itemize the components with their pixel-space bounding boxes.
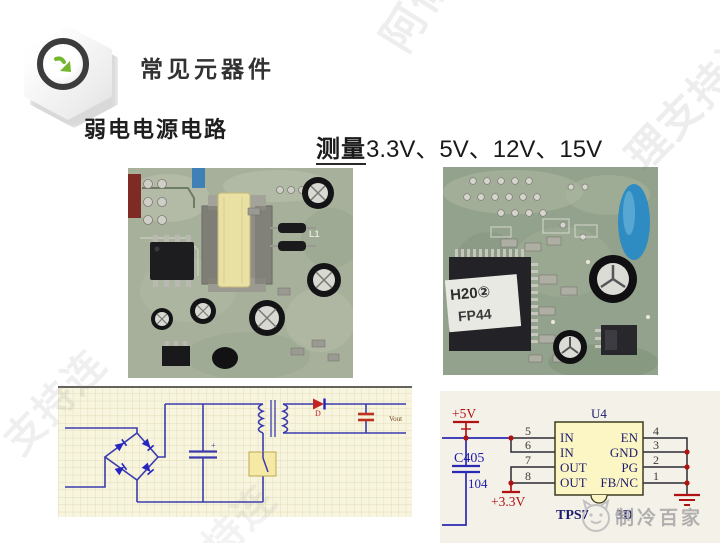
junction-dots xyxy=(463,435,690,486)
svg-text:8: 8 xyxy=(525,469,531,483)
svg-text:1: 1 xyxy=(653,469,659,483)
schematic-ldo: +5V +3.3V C405 104 U4 5 6 7 8 4 3 2 1 IN… xyxy=(440,391,720,543)
ic-part-number-suffix: 3D xyxy=(616,508,633,523)
diodes xyxy=(270,223,316,251)
watermark-logo-icon xyxy=(582,498,610,532)
output-capacitor xyxy=(358,412,374,422)
svg-text:6: 6 xyxy=(525,438,531,452)
chip-marking-line1: H20② xyxy=(449,284,491,304)
watermark-diagonal: 阿修 xyxy=(372,0,463,61)
bridge-rectifier-diodes xyxy=(114,438,155,476)
rail-5v-label: +5V xyxy=(452,406,476,421)
power-symbols xyxy=(453,420,700,506)
filter-capacitor xyxy=(189,450,217,459)
vout-label: Vout xyxy=(389,415,402,423)
measure-heading: 测量3.3V、5V、12V、15V xyxy=(316,129,603,165)
badge-circle xyxy=(37,38,89,90)
silkscreen-outlines xyxy=(490,218,598,238)
soic-chip xyxy=(595,325,637,355)
transformer xyxy=(201,192,273,292)
watermark-diagonal: 理支持连 xyxy=(617,20,720,180)
svg-text:PG: PG xyxy=(621,460,638,475)
svg-text:EN: EN xyxy=(621,430,639,445)
via-pads xyxy=(463,177,589,241)
wires xyxy=(65,403,406,503)
diode-label: D xyxy=(315,409,321,418)
svg-text:OUT: OUT xyxy=(560,460,587,475)
svg-text:2: 2 xyxy=(653,453,659,467)
svg-text:FB/NC: FB/NC xyxy=(600,475,638,490)
solder-pads xyxy=(143,179,306,225)
rail-3v3-label: +3.3V xyxy=(491,494,525,509)
svg-text:IN: IN xyxy=(560,445,574,460)
electrolytic-capacitor-large xyxy=(589,255,637,303)
ic-part-number-prefix: TPS7 xyxy=(556,508,589,523)
brand-text: 制冷百家 xyxy=(615,507,704,529)
measure-prefix: 测量 xyxy=(316,136,366,165)
qfp-chip: H20② FP44 xyxy=(444,249,538,351)
electrolytic-capacitor-small xyxy=(553,330,587,364)
pcb-photo-left: L1 xyxy=(128,168,353,378)
output-diode xyxy=(313,398,326,410)
silkscreen-label: L1 xyxy=(309,229,320,239)
svg-text:3: 3 xyxy=(653,438,659,452)
smd-parts xyxy=(247,207,340,362)
red-component xyxy=(128,174,141,218)
arrow-down-right-icon xyxy=(54,56,71,72)
svg-text:7: 7 xyxy=(525,453,531,467)
page-title: 常见元器件 xyxy=(140,56,275,82)
cap-polarity: + xyxy=(211,441,216,450)
blue-capacitor xyxy=(618,184,650,260)
optocoupler xyxy=(162,341,190,366)
chip-marking-line2: FP44 xyxy=(457,305,492,324)
pin-numbers: 5 6 7 8 4 3 2 1 xyxy=(525,424,659,483)
cap-ref: C405 xyxy=(454,451,484,466)
blue-wires xyxy=(442,437,511,526)
schematic-smps: + D Vout xyxy=(58,386,412,517)
transformer-symbol xyxy=(257,400,289,437)
dip8-ic xyxy=(150,235,194,287)
electrolytic-capacitors xyxy=(151,177,341,336)
ic-body xyxy=(554,421,644,504)
section-subtitle: 弱电电源电路 xyxy=(84,117,229,142)
ic-notch xyxy=(590,494,608,504)
svg-text:5: 5 xyxy=(525,424,531,438)
svg-text:OUT: OUT xyxy=(560,475,587,490)
pcb-photo-right: H20② FP44 xyxy=(443,167,658,375)
svg-text:GND: GND xyxy=(610,445,638,460)
svg-text:4: 4 xyxy=(653,424,659,438)
cap-value: 104 xyxy=(468,476,488,491)
ic-pin-labels: IN IN OUT OUT EN GND PG FB/NC xyxy=(560,430,639,490)
svg-text:IN: IN xyxy=(560,430,574,445)
blue-component xyxy=(192,168,205,188)
pin-wires xyxy=(510,437,688,494)
brand-watermark: 制冷百家 xyxy=(578,497,703,535)
switch-symbol xyxy=(248,451,277,477)
measure-values: 3.3V、5V、12V、15V xyxy=(366,136,603,163)
transistor xyxy=(212,347,238,369)
ic-ref: U4 xyxy=(591,406,607,421)
